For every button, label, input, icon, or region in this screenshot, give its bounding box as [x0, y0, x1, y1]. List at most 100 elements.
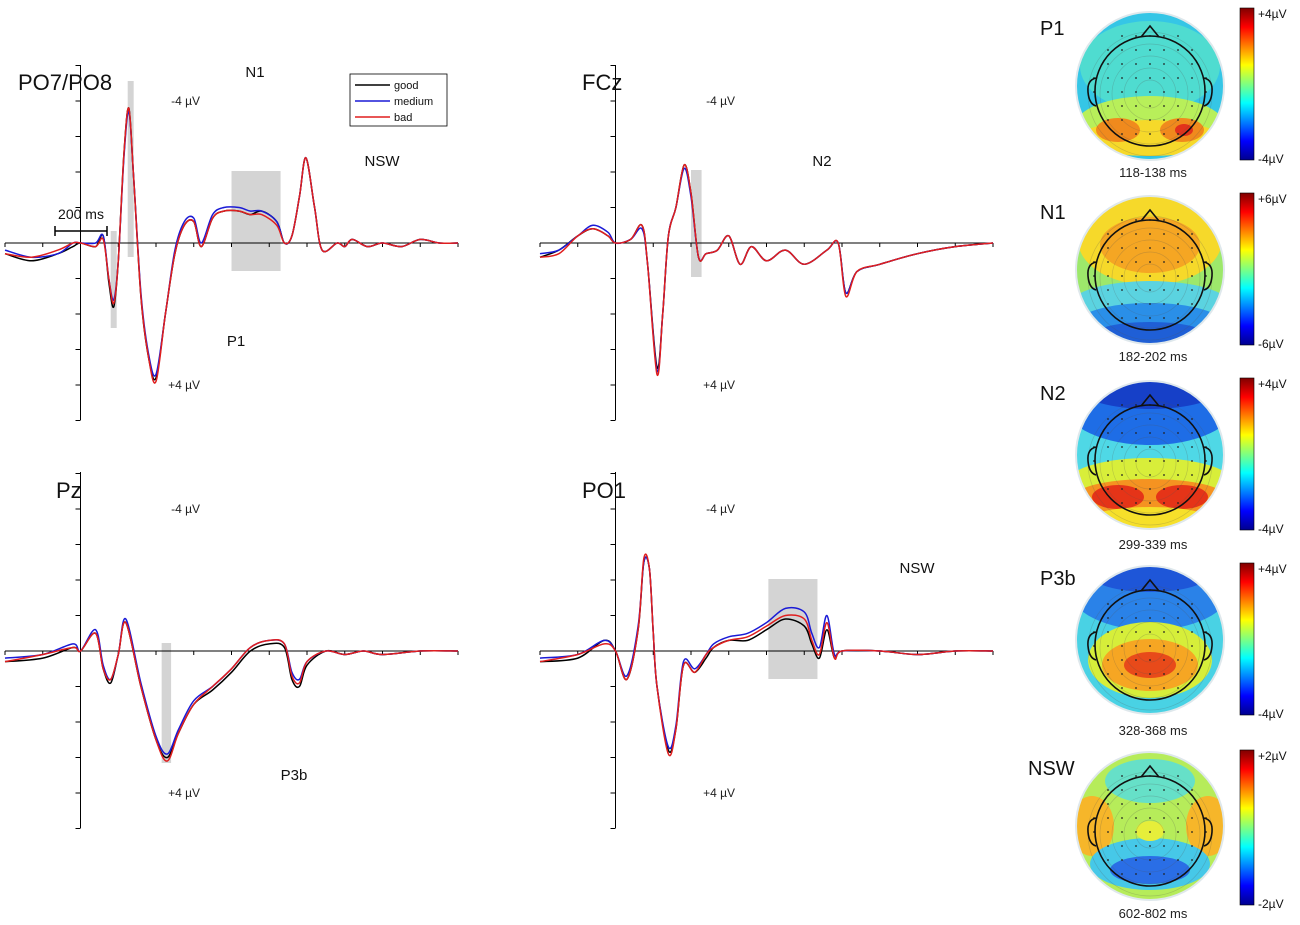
topo-map-nsw: NSW 602-802 ms +2µV -2µV: [1028, 749, 1287, 921]
electrode-dot: [1121, 303, 1123, 305]
electrode-dot: [1135, 631, 1137, 633]
map-edge: [1075, 565, 1225, 715]
legend-label-medium: medium: [394, 96, 433, 108]
electrode-dot: [1163, 35, 1165, 37]
nose-icon: [1140, 208, 1160, 222]
electrode-dot: [1135, 659, 1137, 661]
time-scale-bar: 200 ms: [54, 206, 108, 236]
topo-title: NSW: [1028, 758, 1075, 780]
electrode-dot: [1121, 789, 1123, 791]
component-windows: [110, 81, 281, 328]
electrode-dot: [1163, 631, 1165, 633]
electrode-dot: [1107, 105, 1109, 107]
electrode-dot: [1163, 446, 1165, 448]
electrode-dot: [1135, 247, 1137, 249]
electrode-dot: [1177, 49, 1179, 51]
electrode-dot: [1149, 460, 1151, 462]
electrode-dot: [1135, 488, 1137, 490]
electrode-dot: [1177, 460, 1179, 462]
electrode-dot: [1163, 673, 1165, 675]
electrode-dot: [1149, 49, 1151, 51]
electrode-dot: [1191, 617, 1193, 619]
map-edge: [1075, 380, 1225, 530]
channel-title: FCz: [582, 70, 622, 95]
scalp-region: [1090, 566, 1210, 592]
erp-panel-po7-po8: PO7/PO8 -4 µV +4 µV N1 P1 NSW 200 ms goo…: [4, 64, 459, 421]
electrode-dot: [1135, 77, 1137, 79]
electrode-dot: [1149, 261, 1151, 263]
electrode-dot: [1191, 817, 1193, 819]
electrode-dot: [1149, 631, 1151, 633]
window-label-n2: N2: [812, 153, 831, 170]
electrode-dot: [1149, 418, 1151, 420]
electrode-dot: [1135, 219, 1137, 221]
electrode-dot: [1163, 603, 1165, 605]
electrode-dot: [1177, 603, 1179, 605]
scalp-region: [1080, 21, 1220, 111]
electrode-dot: [1177, 845, 1179, 847]
electrode-dot: [1177, 789, 1179, 791]
ytick-label-neg: -4 µV: [171, 94, 200, 108]
head-outline: [1075, 11, 1225, 161]
right-ear-icon: [1203, 817, 1213, 847]
electrode-dot: [1149, 474, 1151, 476]
electrode-dot: [1135, 775, 1137, 777]
electrode-dot: [1121, 77, 1123, 79]
electrode-dot: [1163, 817, 1165, 819]
series-line-bad: [539, 164, 994, 376]
electrode-dot: [1149, 119, 1151, 121]
electrode-dot: [1135, 845, 1137, 847]
electrode-dot: [1107, 645, 1109, 647]
electrode-dot: [1149, 502, 1151, 504]
electrode-dot: [1191, 119, 1193, 121]
electrode-dot: [1163, 831, 1165, 833]
electrode-dot: [1149, 105, 1151, 107]
electrode-dot: [1191, 446, 1193, 448]
electrode-dot: [1177, 247, 1179, 249]
electrode-dot: [1121, 488, 1123, 490]
electrode-dot: [1191, 659, 1193, 661]
electrode-dot: [1121, 261, 1123, 263]
colorbar-min-label: -2µV: [1258, 897, 1284, 911]
electrode-dot: [1191, 63, 1193, 65]
electrode-dot: [1107, 488, 1109, 490]
electrode-dot: [1135, 474, 1137, 476]
electrode-dot: [1149, 645, 1151, 647]
electrode-dot: [1177, 91, 1179, 93]
contour-line: [1111, 55, 1189, 133]
electrode-dot: [1177, 817, 1179, 819]
electrode-dot: [1191, 474, 1193, 476]
contour-line: [1099, 412, 1201, 514]
electrode-dot: [1191, 603, 1193, 605]
electrode-dot: [1163, 404, 1165, 406]
electrode-dot: [1121, 845, 1123, 847]
electrode-dot: [1191, 105, 1193, 107]
legend-label-good: good: [394, 80, 418, 92]
electrode-dot: [1107, 63, 1109, 65]
component-windows: [161, 643, 172, 763]
ytick-label-neg: -4 µV: [171, 502, 200, 516]
electrode-dot: [1135, 133, 1137, 135]
waveforms: [539, 164, 994, 376]
electrode-dot: [1121, 63, 1123, 65]
electrode-dot: [1107, 446, 1109, 448]
electrode-dot: [1149, 432, 1151, 434]
electrode-dot: [1177, 631, 1179, 633]
contour-line: [1111, 239, 1189, 317]
colorbar-min-label: -4µV: [1258, 522, 1284, 536]
electrode-dot: [1163, 133, 1165, 135]
electrode-dot: [1121, 659, 1123, 661]
colorbar: [1239, 562, 1255, 716]
electrode-dot: [1121, 418, 1123, 420]
right-ear-icon: [1203, 261, 1213, 291]
contour-line: [1135, 263, 1165, 293]
electrode-dot: [1107, 631, 1109, 633]
electrode-dot: [1149, 233, 1151, 235]
electrode-dot: [1135, 831, 1137, 833]
scalp-region: [1124, 652, 1176, 678]
electrode-dot: [1121, 603, 1123, 605]
window-label-nsw: NSW: [365, 153, 401, 170]
electrode-dot: [1107, 460, 1109, 462]
electrode-dot: [1149, 603, 1151, 605]
electrode-dot: [1177, 502, 1179, 504]
